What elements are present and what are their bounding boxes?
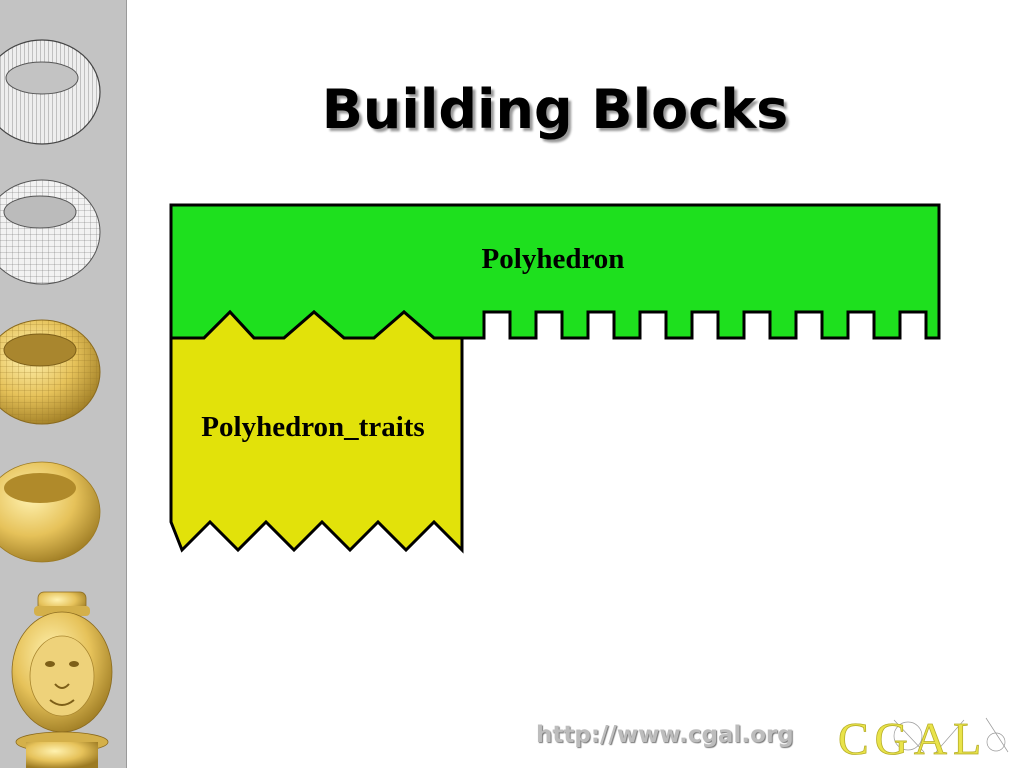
mesh-torus-icon [0,179,101,285]
sidebar [0,0,127,768]
slide-title: Building Blocks [321,78,789,141]
smooth-gold-torus-icon [0,461,101,563]
lion-head-sculpture-icon [11,591,113,768]
cgal-logo: CGAL [838,713,1009,760]
logo-geometry-lines [893,717,1009,753]
polyhedron-label: Polyhedron [482,243,625,275]
footer-url: http://www.cgal.org [536,722,794,748]
cgal-logo-text: CGAL [838,713,987,760]
sidebar-art [0,39,113,768]
wireframe-torus-icon [0,39,101,145]
gold-mesh-torus-icon [0,319,101,425]
polyhedron-traits-block [169,309,464,554]
polyhedron-traits-label: Polyhedron_traits [201,411,424,443]
